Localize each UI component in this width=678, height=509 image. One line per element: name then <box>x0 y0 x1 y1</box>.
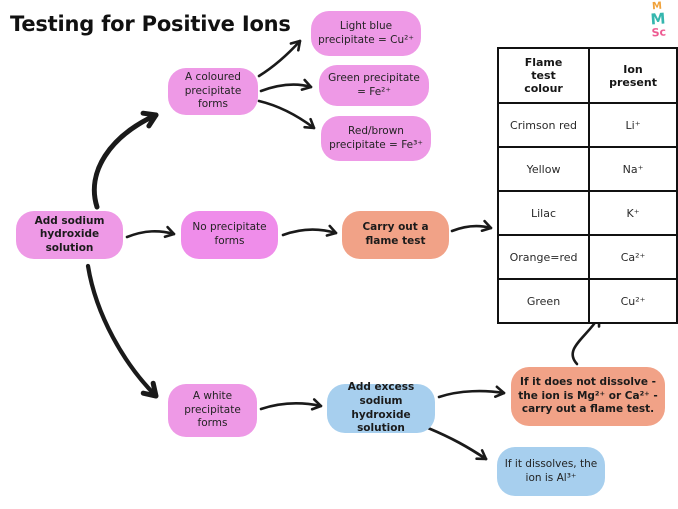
arrow-naoh-to-coloured <box>91 110 159 210</box>
cell-flame-colour: Orange=red <box>496 234 591 280</box>
arrow-naoh-to-noprecip <box>125 225 176 239</box>
arrow-coloured-to-redbrown <box>257 99 316 130</box>
node-green-precipitate: Green precipitate = Fe²⁺ <box>319 65 429 106</box>
node-does-not-dissolve: If it does not dissolve - the ion is Mg²… <box>511 367 665 426</box>
cell-ion: K⁺ <box>588 190 678 236</box>
arrow-white-to-excess <box>259 398 323 411</box>
arrow-coloured-to-green <box>259 78 313 93</box>
arrow-notdissolve-to-table <box>571 315 601 366</box>
node-white-precipitate: A white precipitate forms <box>168 384 257 437</box>
cell-ion: Na⁺ <box>588 146 678 192</box>
table-row: Green Cu²⁺ <box>496 278 678 324</box>
page-title: Testing for Positive Ions <box>10 12 291 36</box>
header-flame-test-colour: Flame test colour <box>496 47 591 104</box>
brand-logo-letter: Sc <box>651 25 667 40</box>
table-header-row: Flame test colour Ion present <box>496 47 678 104</box>
arrow-excess-to-dissolves <box>426 426 488 461</box>
table-row: Orange=red Ca²⁺ <box>496 234 678 280</box>
node-red-brown-precipitate: Red/brown precipitate = Fe³⁺ <box>321 116 431 161</box>
node-add-sodium-hydroxide: Add sodium hydroxide solution <box>16 211 123 259</box>
table-row: Yellow Na⁺ <box>496 146 678 192</box>
cell-flame-colour: Green <box>496 278 591 324</box>
arrow-excess-to-notdissolve <box>437 385 506 399</box>
node-carry-out-flame-test: Carry out a flame test <box>342 211 449 259</box>
table-row: Lilac K⁺ <box>496 190 678 236</box>
node-dissolves: If it dissolves, the ion is Al³⁺ <box>497 447 605 496</box>
arrow-flametest-to-table <box>450 219 493 233</box>
node-coloured-precipitate: A coloured precipitate forms <box>168 68 258 115</box>
node-no-precipitate: No precipitate forms <box>181 211 278 259</box>
arrow-noprecip-to-flametest <box>281 224 338 237</box>
cell-ion: Ca²⁺ <box>588 234 678 280</box>
arrow-naoh-to-white <box>85 263 159 399</box>
node-light-blue-precipitate: Light blue precipitate = Cu²⁺ <box>311 11 421 56</box>
cell-flame-colour: Crimson red <box>496 102 591 148</box>
brand-logo: M M Sc <box>637 1 678 40</box>
flame-test-table: Flame test colour Ion present Crimson re… <box>496 47 678 324</box>
arrow-coloured-to-lightblue <box>257 39 302 78</box>
cell-flame-colour: Lilac <box>496 190 591 236</box>
cell-ion: Li⁺ <box>588 102 678 148</box>
node-add-excess-naoh: Add excess sodium hydroxide solution <box>327 381 435 434</box>
header-ion-present: Ion present <box>588 47 678 104</box>
table-row: Crimson red Li⁺ <box>496 102 678 148</box>
cell-flame-colour: Yellow <box>496 146 591 192</box>
cell-ion: Cu²⁺ <box>588 278 678 324</box>
